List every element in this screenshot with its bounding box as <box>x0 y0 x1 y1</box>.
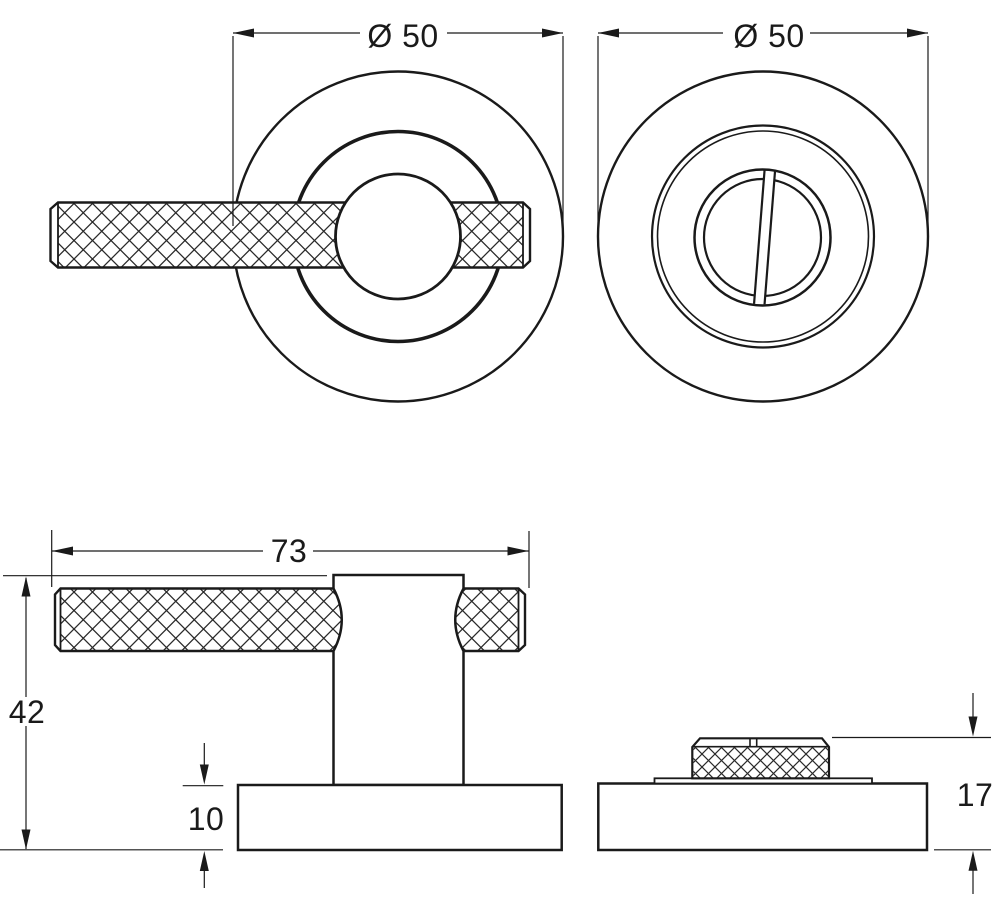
dim-label-overall-projection: 17 <box>957 777 994 813</box>
dim-diameter-turn: Ø 50 <box>232 18 564 230</box>
release-boss-outer-circle <box>693 168 832 307</box>
turn-boss-circle <box>334 172 462 301</box>
turn-stem <box>332 573 465 787</box>
dimension-annotations: Ø 50 Ø 50 73 <box>0 18 993 894</box>
turn-rose-side <box>236 783 563 852</box>
release-rose-outer-circle <box>596 70 930 403</box>
dim-label-diameter-release: Ø 50 <box>733 18 804 54</box>
dim-label-overall-height: 42 <box>9 694 46 730</box>
dim-label-diameter-turn: Ø 50 <box>367 18 438 54</box>
view-front-turn <box>49 70 565 403</box>
dim-overall-projection: 17 <box>832 693 993 894</box>
view-side-turn <box>53 573 563 852</box>
dim-label-rose-thickness: 10 <box>188 801 225 837</box>
dim-diameter-release: Ø 50 <box>597 18 929 228</box>
release-knob-side <box>691 737 831 780</box>
dim-rose-thickness: 10 <box>182 743 225 888</box>
release-collar-outer-circle <box>650 124 876 349</box>
release-rose-side <box>597 782 929 852</box>
dim-overall-height: 42 <box>0 575 327 851</box>
dim-bar-length: 73 <box>51 530 530 588</box>
coin-slot <box>752 165 777 310</box>
dim-label-bar-length: 73 <box>271 533 308 569</box>
view-front-release <box>596 70 930 403</box>
view-side-release <box>597 737 929 852</box>
release-collar-inner-circle <box>656 130 870 343</box>
